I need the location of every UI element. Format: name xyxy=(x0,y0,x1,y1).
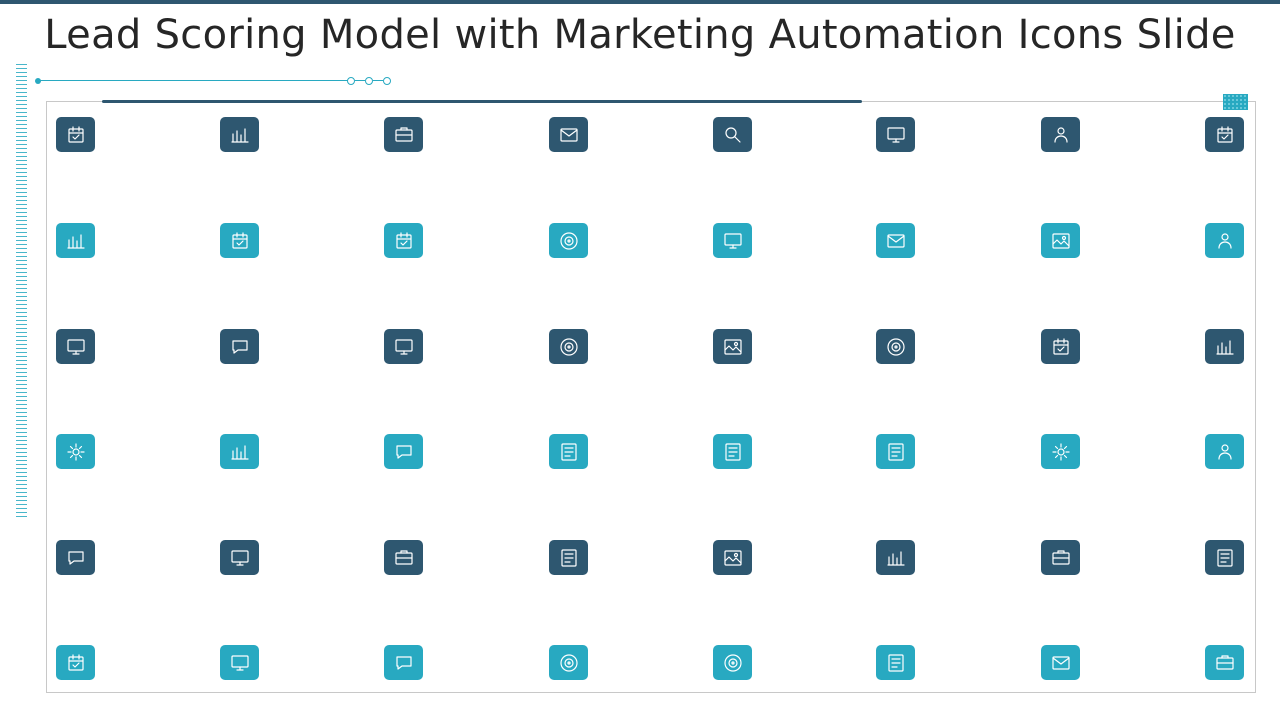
icon-grid-frame xyxy=(46,101,1256,693)
person-document-icon xyxy=(56,434,95,469)
decor-line xyxy=(38,80,350,81)
dollar-hand-icon xyxy=(384,329,423,364)
person-presentation-icon xyxy=(549,645,588,680)
frame-accent-bar xyxy=(102,100,862,103)
top-accent-bar xyxy=(0,0,1280,4)
chat-bubbles-icon xyxy=(384,645,423,680)
gear-dashboard-icon xyxy=(876,329,915,364)
open-book-icon xyxy=(713,540,752,575)
decor-link xyxy=(373,80,383,81)
side-stripe-decoration xyxy=(16,64,27,520)
presentation-board-icon xyxy=(1205,117,1244,152)
slide-title: Lead Scoring Model with Marketing Automa… xyxy=(44,12,1236,58)
chat-edit-icon xyxy=(384,223,423,258)
browser-window-icon xyxy=(549,434,588,469)
dollar-gear-icon xyxy=(220,540,259,575)
search-document-icon xyxy=(1205,434,1244,469)
chip-processor-icon xyxy=(876,223,915,258)
magnify-gears-icon xyxy=(876,117,915,152)
settings-gear-icon xyxy=(713,434,752,469)
monitor-graduate-icon xyxy=(549,329,588,364)
megaphone-mail-icon xyxy=(1041,223,1080,258)
hand-receive-icon xyxy=(1041,645,1080,680)
calendar-check-icon xyxy=(384,540,423,575)
list-document-icon xyxy=(876,540,915,575)
note-edit-icon xyxy=(876,645,915,680)
decor-circle xyxy=(383,77,391,85)
document-pen-icon xyxy=(1041,434,1080,469)
idea-team-icon xyxy=(56,117,95,152)
document-edit-icon xyxy=(1205,223,1244,258)
network-hub-icon xyxy=(220,117,259,152)
decor-link xyxy=(355,80,365,81)
id-card-icon xyxy=(220,434,259,469)
decor-circle xyxy=(347,77,355,85)
corner-decoration xyxy=(1223,94,1248,110)
bar-chart-icon xyxy=(713,329,752,364)
newsletter-pen-icon xyxy=(1041,540,1080,575)
hands-growth-icon xyxy=(713,223,752,258)
report-document-icon xyxy=(56,329,95,364)
checklist-pen-icon xyxy=(384,434,423,469)
team-cycle-icon xyxy=(56,223,95,258)
checklist-card-icon xyxy=(713,117,752,152)
user-star-icon xyxy=(1041,117,1080,152)
decor-circle xyxy=(365,77,373,85)
dollar-tools-icon xyxy=(1205,329,1244,364)
computer-touch-icon xyxy=(1205,540,1244,575)
target-icon xyxy=(549,117,588,152)
gear-dashboard-icon xyxy=(549,223,588,258)
team-hierarchy-icon xyxy=(384,117,423,152)
calculator-person-icon xyxy=(220,645,259,680)
buildings-icon xyxy=(220,223,259,258)
decor-dot xyxy=(35,78,41,84)
mail-envelope-icon xyxy=(56,540,95,575)
image-icon xyxy=(1041,329,1080,364)
book-icon xyxy=(876,434,915,469)
video-player-icon xyxy=(56,645,95,680)
person-avatar-icon xyxy=(549,540,588,575)
hand-download-icon xyxy=(713,645,752,680)
briefcase-icon xyxy=(220,329,259,364)
calendar-edit-icon xyxy=(1205,645,1244,680)
